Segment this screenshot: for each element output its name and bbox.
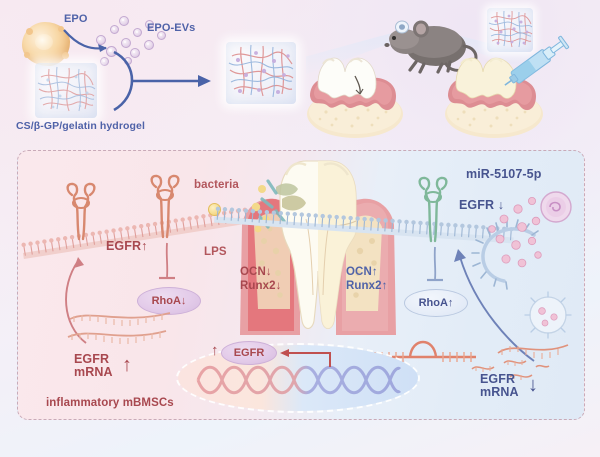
- ocn-runx2-left: OCN↓ Runx2↓: [240, 266, 282, 293]
- egfr-gene-transcription-arrow: [280, 349, 331, 367]
- egfr-mrna-arrow-right: ↓: [528, 374, 539, 396]
- egfr-mrna-label-left: EGFR mRNA: [74, 353, 113, 379]
- rhoa-node-right: RhoA↑: [404, 289, 468, 317]
- mouse-model: [384, 20, 478, 74]
- hydrogel-injection-syringe: [504, 35, 570, 86]
- ocn-arrow-left: ↓: [265, 266, 272, 278]
- egfr-mrna-line2-right: mRNA: [480, 385, 519, 399]
- rhoa-label-right: RhoA: [418, 297, 448, 309]
- egfr-gene-label: EGFR: [233, 347, 265, 359]
- egfr-receptor-left-2: [150, 174, 180, 239]
- runx2-arrow-right: ↑: [381, 279, 388, 292]
- nuclear-envelope: [176, 343, 420, 413]
- degraded-mrna-fragments: [471, 360, 550, 380]
- rhoa-label-left: RhoA: [151, 295, 181, 307]
- dna-double-helix: [196, 365, 402, 395]
- epo-producing-cell: [22, 22, 70, 66]
- mirna-free-strands-right: [497, 344, 569, 359]
- egfr-arrow-left: ↑: [141, 239, 148, 253]
- egfr-mrna-label-right: EGFR mRNA: [480, 373, 519, 399]
- egfr-arrow-right: ↓: [497, 198, 505, 212]
- egfr-label-left-text: EGFR: [106, 239, 142, 253]
- mir-5107-5p-label: miR-5107-5p: [466, 167, 542, 181]
- ocn-arrow-right: ↑: [371, 266, 378, 278]
- egfr-label-right: EGFR ↓: [459, 198, 504, 212]
- egfr-mrna-line1-right: EGFR: [480, 372, 516, 386]
- egfr-gene-node: EGFR: [221, 341, 277, 365]
- egfr-mrna-line2-left: mRNA: [74, 365, 113, 379]
- bacteria-label: bacteria: [194, 179, 239, 191]
- rhoa-node-left: RhoA↓: [137, 287, 201, 315]
- rhoa-arrow-right: ↑: [447, 297, 454, 309]
- epo-label: EPO: [64, 13, 88, 25]
- egfr-label-right-text: EGFR: [459, 198, 495, 212]
- runx2-label-right: Runx2: [346, 279, 382, 292]
- egfr-mrna-line1-left: EGFR: [74, 352, 110, 366]
- extracellular-vesicle-release: [471, 191, 572, 290]
- rhoa-arrow-left: ↓: [180, 295, 187, 307]
- top-overview-section: EPO EPO-EVs: [0, 0, 600, 142]
- cell-membrane-right: [214, 206, 514, 244]
- egfr-label-left: EGFR↑: [106, 239, 147, 253]
- mixing-bracket-arrow: [113, 50, 211, 112]
- egfr-receptor-right: [418, 176, 448, 243]
- treated-tooth-model: [438, 52, 550, 138]
- panel-caption: inflammatory mBMSCs: [46, 397, 174, 409]
- egfr-mrna-strands-left: [67, 312, 171, 344]
- egfr-receptor-left-1: [66, 182, 96, 241]
- extracellular-vesicle-secondary: [524, 291, 572, 339]
- egfr-inhibits-rhoa-left: [159, 242, 175, 280]
- runx2-label-left: Runx2: [240, 279, 276, 292]
- ocn-label-right: OCN: [346, 266, 372, 278]
- egfr-gene-arrow: ↑: [211, 342, 219, 359]
- hydrogel-cube-plain: [35, 63, 97, 118]
- egfr-mrna-arrow-left: ↑: [122, 354, 133, 376]
- healthy-periodontitis-tooth-model: [300, 52, 410, 138]
- epo-secretion-arrow: [63, 29, 107, 52]
- ocn-runx2-right: OCN↑ Runx2↑: [346, 266, 388, 293]
- hydrogel-cube-injected: [487, 8, 533, 52]
- hydrogel-label: CS/β-GP/gelatin hydrogel: [16, 120, 145, 132]
- egfr-inhibits-rhoa-right: [427, 246, 443, 282]
- hydrogel-cube-loaded: [226, 42, 296, 104]
- mechanism-panel: EGFR↑ RhoA↓: [17, 150, 585, 420]
- ocn-label-left: OCN: [240, 266, 266, 278]
- lps-label: LPS: [204, 246, 227, 258]
- epo-evs-label: EPO-EVs: [147, 22, 196, 34]
- runx2-arrow-left: ↓: [275, 279, 282, 292]
